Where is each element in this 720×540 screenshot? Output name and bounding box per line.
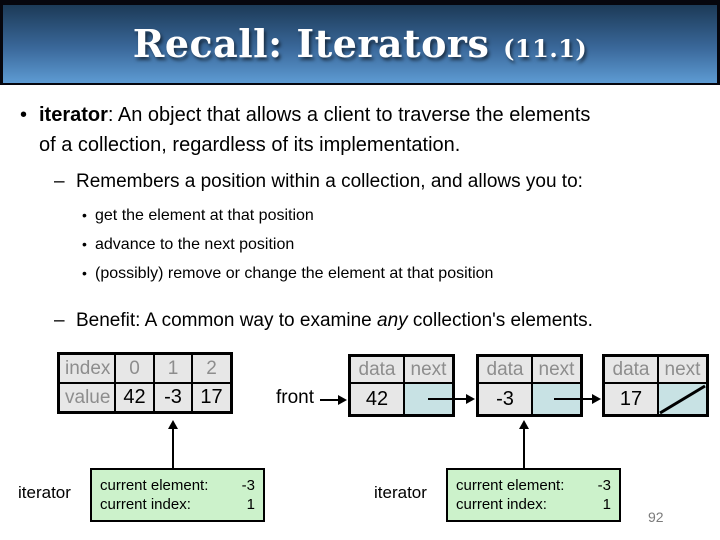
current-element-label: current element: xyxy=(100,477,209,494)
list-iterator-position-arrow xyxy=(519,420,529,468)
bullet-iterator-definition: iterator: An object that allows a client… xyxy=(20,100,612,160)
node-next-header: next xyxy=(659,357,706,382)
array-index-cell: 1 xyxy=(155,355,191,382)
node-data-cell: 17 xyxy=(605,384,657,414)
benefit-text-prefix: Benefit: A common way to examine xyxy=(76,310,377,331)
current-element-value: -3 xyxy=(241,477,255,494)
current-index-row: current index: 1 xyxy=(100,496,255,513)
current-index-row: current index: 1 xyxy=(456,496,611,513)
sub-bullet-advance: advance to the next position xyxy=(82,230,493,259)
array-iterator-position-arrow xyxy=(168,420,178,468)
sub-bullet-list: get the element at that position advance… xyxy=(82,201,493,288)
node-null-next-cell xyxy=(659,384,706,414)
null-slash-icon xyxy=(659,384,706,414)
benefit-text-suffix: collection's elements. xyxy=(407,310,593,331)
array-value-row-label: value xyxy=(60,384,114,411)
list-node-2: data next -3 xyxy=(476,354,583,417)
benefit-text-any: any xyxy=(377,310,408,331)
current-index-value: 1 xyxy=(246,496,255,513)
slide-title-section-number: (11.1) xyxy=(503,34,588,63)
term-iterator: iterator xyxy=(39,104,108,126)
current-element-label: current element: xyxy=(456,477,565,494)
current-index-label: current index: xyxy=(456,496,547,513)
iterator-label-left: iterator xyxy=(18,483,71,502)
node-next-header: next xyxy=(405,357,452,382)
array-value-cell: 42 xyxy=(116,384,153,411)
iterator-state-box-right: current element: -3 current index: 1 xyxy=(446,468,621,522)
list-node-1: data next 42 xyxy=(348,354,455,417)
node-next-header: next xyxy=(533,357,580,382)
bullet-benefit: Benefit: A common way to examine any col… xyxy=(54,310,593,332)
iterator-definition-text: : An object that allows a client to trav… xyxy=(39,104,591,156)
current-index-value: 1 xyxy=(602,496,611,513)
node-data-header: data xyxy=(605,357,657,382)
sub-bullet-get-element: get the element at that position xyxy=(82,201,493,230)
current-element-row: current element: -3 xyxy=(456,477,611,494)
slide-title-main: Recall: Iterators xyxy=(132,21,490,66)
front-pointer-arrow xyxy=(320,395,347,405)
array-value-cell: -3 xyxy=(155,384,191,411)
iterator-label-right: iterator xyxy=(374,483,427,502)
node2-next-pointer-arrow xyxy=(554,394,601,404)
array-index-cell: 2 xyxy=(193,355,230,382)
node-data-cell: 42 xyxy=(351,384,403,414)
page-number: 92 xyxy=(648,509,664,525)
node-data-cell: -3 xyxy=(479,384,531,414)
bullet-remembers-position: Remembers a position within a collection… xyxy=(54,171,583,193)
array-table: index 0 1 2 value 42 -3 17 xyxy=(57,352,233,414)
array-index-cell: 0 xyxy=(116,355,153,382)
current-index-label: current index: xyxy=(100,496,191,513)
array-value-cell: 17 xyxy=(193,384,230,411)
node1-next-pointer-arrow xyxy=(428,394,475,404)
node-data-header: data xyxy=(351,357,403,382)
sub-bullet-remove-change: (possibly) remove or change the element … xyxy=(82,259,493,288)
array-index-row-label: index xyxy=(60,355,114,382)
slide-title: Recall: Iterators (11.1) xyxy=(133,25,588,63)
list-node-3: data next 17 xyxy=(602,354,709,417)
iterator-state-box-left: current element: -3 current index: 1 xyxy=(90,468,265,522)
node-data-header: data xyxy=(479,357,531,382)
current-element-row: current element: -3 xyxy=(100,477,255,494)
front-reference-label: front xyxy=(276,387,315,408)
slide-header: Recall: Iterators (11.1) xyxy=(0,0,720,85)
current-element-value: -3 xyxy=(597,477,611,494)
